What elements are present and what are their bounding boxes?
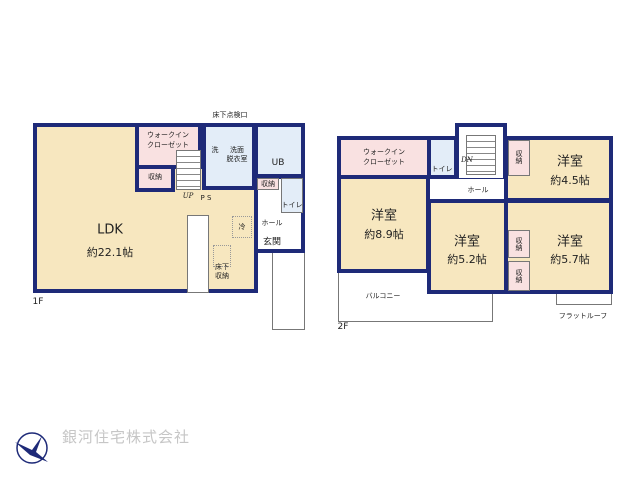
toilet-1f xyxy=(281,178,303,213)
crane-compass-logo-icon xyxy=(15,432,48,464)
room-5-2-name: 洋室 xyxy=(453,234,481,250)
company-name: 銀河住宅株式会社 xyxy=(62,428,191,446)
room-4-5-name: 洋室 xyxy=(556,154,584,170)
storage-1f xyxy=(135,165,175,192)
floor-label-1f: 1F xyxy=(32,297,44,307)
entrance-porch xyxy=(272,252,305,330)
inspection-hatch-label: 床下点検口 xyxy=(212,111,248,119)
room-5-2-area: 約5.2帖 xyxy=(447,253,487,266)
walk-in-closet-label: ウォークイン クローゼット xyxy=(147,131,189,149)
room-8-9-area: 約8.9帖 xyxy=(364,228,404,241)
storage-2f-mid xyxy=(508,230,530,258)
room-5-2 xyxy=(427,199,508,294)
storage-small-1f xyxy=(257,178,279,190)
storage-small-label: 収納 xyxy=(261,180,275,188)
ps-label: P S xyxy=(200,194,212,202)
toilet-2f-label: トイレ xyxy=(431,165,453,173)
wash-basin-label: 洗 xyxy=(211,146,219,154)
walk-in-closet-2f-label: ウォークイン クローゼット xyxy=(363,148,405,166)
balcony-label: バルコニー xyxy=(365,292,401,300)
underfloor-storage-label: 床下 収納 xyxy=(215,263,229,280)
fridge-label: 冷 xyxy=(238,223,246,231)
hall-label: ホール xyxy=(261,219,283,227)
storage-2f-mid-label: 収納 xyxy=(515,237,523,251)
storage-label: 収納 xyxy=(148,173,162,181)
storage-2f-top xyxy=(508,140,530,176)
room-5-7-area: 約5.7帖 xyxy=(550,253,590,266)
company-logo xyxy=(12,428,52,468)
bath-label: UB xyxy=(271,158,285,168)
storage-2f-top-label: 収納 xyxy=(515,150,523,164)
room-8-9 xyxy=(337,175,430,273)
stairs-down-label: DN xyxy=(461,156,473,164)
storage-2f-bottom-label: 収納 xyxy=(515,269,523,283)
flat-roof-label: フラットルーフ xyxy=(558,312,608,320)
fridge-space xyxy=(232,216,252,238)
room-8-9-name: 洋室 xyxy=(370,208,398,224)
hall-2f-label: ホール xyxy=(467,186,489,194)
floor-label-2f: 2F xyxy=(337,322,349,332)
stairs-up-label: UP xyxy=(182,192,194,200)
room-5-7-name: 洋室 xyxy=(556,234,584,250)
toilet-2f xyxy=(427,136,458,179)
ldk-label: LDK xyxy=(97,222,123,238)
bathroom xyxy=(254,123,305,178)
walk-in-closet-2f xyxy=(337,136,431,179)
entrance-label: 玄関 xyxy=(262,237,282,248)
room-4-5-area: 約4.5帖 xyxy=(550,174,590,187)
washroom-label: 洗面 脱衣室 xyxy=(226,146,248,163)
underfloor-storage-box xyxy=(213,245,231,267)
stairs-1f xyxy=(176,150,201,190)
storage-2f-bottom xyxy=(508,261,530,291)
stairs-2f xyxy=(466,135,496,175)
ldk-area: 約22.1帖 xyxy=(86,246,134,259)
kitchen-counter xyxy=(187,215,209,293)
toilet-label: トイレ xyxy=(281,201,303,209)
